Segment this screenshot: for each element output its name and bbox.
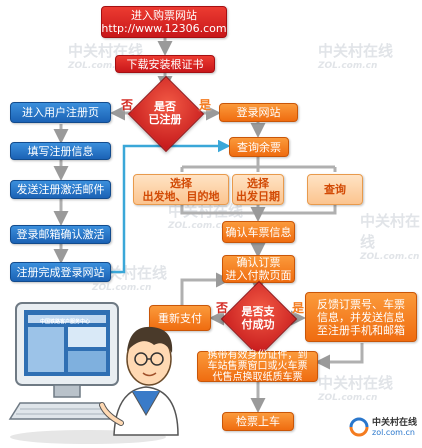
node-login: 登录网站 xyxy=(219,103,298,122)
node-repay: 重新支付 xyxy=(149,305,211,331)
screen-title: 中国铁路客户服务中心 xyxy=(39,319,90,325)
node-fill-info: 填写注册信息 xyxy=(10,142,111,160)
node-confirm-mail: 登录邮箱确认激活 xyxy=(10,225,111,244)
label-no: 否 xyxy=(121,98,134,112)
decision-registered-label: 是否 已注册 xyxy=(148,100,182,126)
node-enter-register: 进入用户注册页 xyxy=(10,102,111,123)
node-download-cert: 下载安装根证书 xyxy=(115,55,215,73)
decision-pay-success-label: 是否支 付成功 xyxy=(241,305,275,331)
node-query-tickets: 查询余票 xyxy=(229,137,289,157)
node-board: 检票上车 xyxy=(222,412,294,431)
node-register-done: 注册完成登录网站 xyxy=(10,262,111,282)
node-confirm-order: 确认订票 进入付款页面 xyxy=(222,255,295,283)
label-yes: 是 xyxy=(292,301,305,315)
node-visit-site: 进入购票网站 http://www.12306.com xyxy=(101,6,227,38)
zol-logo-icon xyxy=(349,417,369,437)
label-yes: 是 xyxy=(199,98,212,112)
node-collect-ticket: 携带有效身份证件，到 车站售票窗口或火车票 代售点换取纸质车票 xyxy=(197,350,318,383)
option-query: 查询 xyxy=(307,174,363,205)
option-choose-date: 选择 出发日期 xyxy=(232,174,284,205)
option-choose-route: 选择 出发地、目的地 xyxy=(133,174,229,205)
zol-logo: 中关村在线 zol.com.cn xyxy=(348,413,418,441)
person-at-computer-illustration xyxy=(8,302,179,444)
node-feedback: 反馈订票号、车票 信息，并发送信息 至注册手机和邮箱 xyxy=(305,292,417,342)
node-confirm-ticket-info: 确认车票信息 xyxy=(222,221,295,243)
label-no: 否 xyxy=(216,301,229,315)
node-send-mail: 发送注册激活邮件 xyxy=(10,180,111,199)
